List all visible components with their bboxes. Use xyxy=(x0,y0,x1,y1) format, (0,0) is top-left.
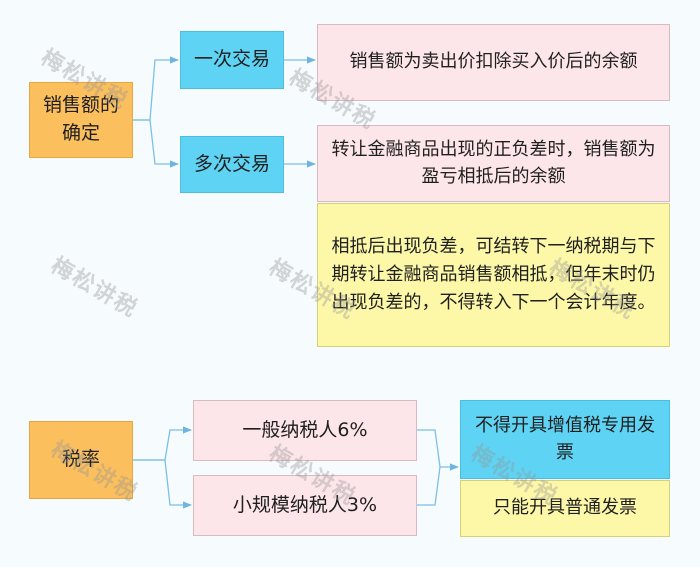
sales-determination-label: 销售额的确定 xyxy=(42,94,119,144)
single-trade-desc-box: 销售额为卖出价扣除买入价后的余额 xyxy=(317,24,670,101)
multi-trade-desc-text: 转让金融商品出现的正负差时，销售额为盈亏相抵后的余额 xyxy=(331,139,656,187)
general-taxpayer-box: 一般纳税人6% xyxy=(193,400,417,461)
multi-trade-box: 多次交易 xyxy=(180,136,284,193)
connector-rate-general xyxy=(133,426,192,461)
no-vat-invoice-box: 不得开具增值税专用发票 xyxy=(460,400,670,479)
connector-sales-single xyxy=(133,56,179,121)
connector-rate-small xyxy=(133,459,192,509)
tax-rate-label: 税率 xyxy=(61,448,100,471)
plain-invoice-text: 只能开具普通发票 xyxy=(493,497,637,519)
small-taxpayer-label: 小规模纳税人3% xyxy=(232,493,378,516)
negative-balance-note-text: 相抵后出现负差，可结转下一纳税期与下期转让金融商品销售额相抵，但年末时仍出现负差… xyxy=(331,236,656,313)
tax-rate-box: 税率 xyxy=(29,421,133,499)
plain-invoice-box: 只能开具普通发票 xyxy=(460,480,670,537)
connector-small-invoice xyxy=(417,466,441,506)
single-trade-label: 一次交易 xyxy=(193,48,270,71)
connector-general-invoice xyxy=(417,429,459,471)
single-trade-desc-text: 销售额为卖出价扣除买入价后的余额 xyxy=(349,51,638,73)
multi-trade-desc-box: 转让金融商品出现的正负差时，销售额为盈亏相抵后的余额 xyxy=(317,125,670,202)
negative-balance-note-box: 相抵后出现负差，可结转下一纳税期与下期转让金融商品销售额相抵，但年末时仍出现负差… xyxy=(317,203,670,347)
single-trade-box: 一次交易 xyxy=(180,31,284,89)
general-taxpayer-label: 一般纳税人6% xyxy=(242,418,368,441)
no-vat-invoice-text: 不得开具增值税专用发票 xyxy=(475,415,655,463)
connector-sales-multi xyxy=(133,119,179,168)
multi-trade-label: 多次交易 xyxy=(193,152,270,175)
small-taxpayer-box: 小规模纳税人3% xyxy=(193,475,417,536)
sales-determination-box: 销售额的确定 xyxy=(29,82,133,158)
